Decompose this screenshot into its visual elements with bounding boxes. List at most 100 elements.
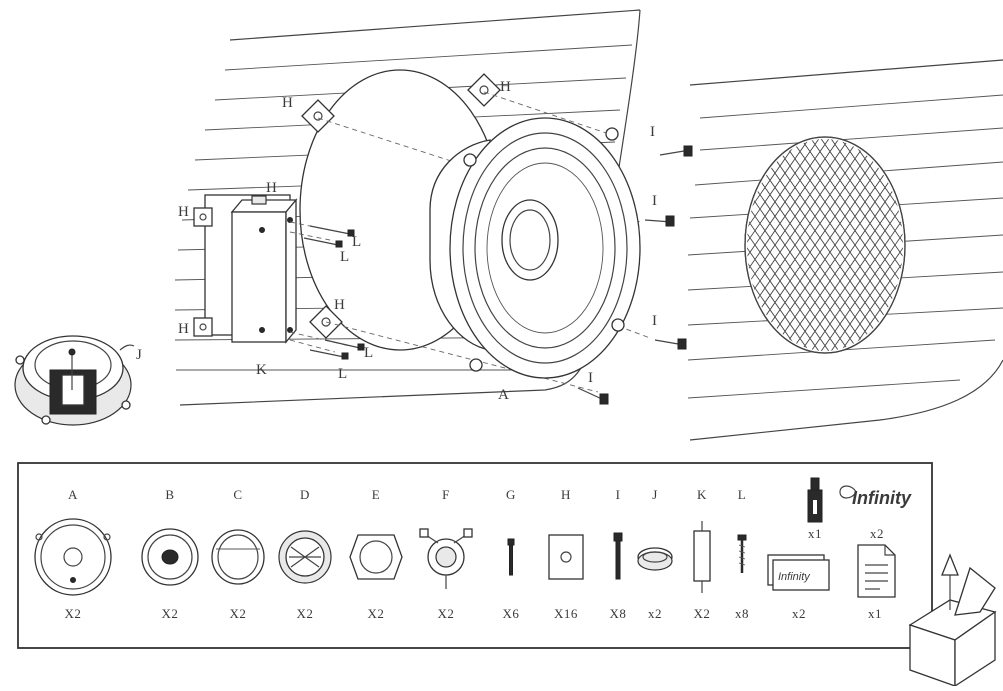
label-l: L — [352, 234, 361, 250]
part-letter: J — [652, 487, 658, 502]
label-j: J — [136, 347, 142, 363]
screw-icon — [613, 532, 623, 580]
part-item: CX2 — [211, 487, 265, 621]
part-letter: A — [68, 487, 78, 502]
part-item: I X8 — [610, 487, 627, 621]
grille-wire — [747, 139, 836, 351]
grille-wire — [747, 139, 826, 351]
woofer-speaker — [429, 117, 641, 379]
clip-icon — [548, 534, 584, 580]
label-h: H — [178, 321, 189, 337]
part-qty: X2 — [65, 606, 82, 621]
diagram-labels: H H H H H H I I I I L L L L K A J — [136, 79, 657, 403]
label-h: H — [282, 95, 293, 111]
part-item: Lx8 — [735, 487, 749, 621]
clip-icon — [467, 73, 501, 107]
part-item: E X2 — [349, 487, 403, 621]
part-item: KX2 — [693, 487, 711, 621]
grille-wire — [834, 139, 903, 351]
infinity-card-icon: Infinity x2 — [767, 554, 830, 621]
part-letter: L — [738, 487, 746, 502]
card-brand-text: Infinity — [778, 571, 811, 583]
grille-wire — [784, 139, 903, 351]
logo-brand-text: Infinity — [852, 488, 912, 508]
part-qty: X2 — [368, 606, 385, 621]
grille-wire — [844, 139, 903, 351]
parts-list-box — [17, 462, 933, 649]
label-l: L — [364, 345, 373, 361]
label-h: H — [500, 79, 511, 95]
grille-wire — [824, 139, 903, 351]
grille-wire — [834, 139, 903, 351]
usb-stick-icon: x1 — [807, 477, 823, 541]
woofer-icon — [34, 518, 112, 596]
part-item: Jx2 — [637, 487, 673, 621]
tweeter-j — [14, 335, 135, 426]
grille-wire — [915, 130, 1003, 360]
part-qty: X2 — [438, 606, 455, 621]
label-i: I — [588, 370, 593, 386]
grille-wire — [905, 130, 1003, 360]
label-i: I — [652, 313, 657, 329]
grille-wire — [814, 139, 903, 351]
extra-qty: x2 — [792, 606, 806, 621]
label-l: L — [340, 249, 349, 265]
grille-wire — [794, 139, 903, 351]
grille-wire — [774, 139, 903, 351]
gasket-icon — [637, 547, 673, 571]
extra-qty: x1 — [808, 526, 822, 541]
label-k: K — [256, 362, 267, 378]
grille-wire — [804, 139, 903, 351]
grille-wire — [747, 139, 846, 351]
grille-wire — [747, 139, 903, 351]
label-h: H — [178, 204, 189, 220]
part-letter: E — [372, 487, 380, 502]
grille-wire — [824, 139, 903, 351]
part-item: F X2 — [419, 487, 473, 621]
document-icon: x1 — [857, 544, 896, 621]
grille-wire — [747, 139, 856, 351]
label-h: H — [266, 180, 277, 196]
clip-icon — [301, 99, 335, 133]
part-qty: X2 — [162, 606, 179, 621]
part-qty: X6 — [503, 606, 520, 621]
grille-wire — [747, 139, 806, 351]
adapter-ring-icon — [349, 534, 403, 580]
part-item: G X6 — [503, 487, 520, 621]
part-letter: B — [165, 487, 174, 502]
grille-wire — [844, 139, 903, 351]
label-i: I — [652, 193, 657, 209]
grille-wire — [747, 139, 826, 351]
part-letter: H — [561, 487, 571, 502]
part-qty: x8 — [735, 606, 749, 621]
part-qty: X2 — [694, 606, 711, 621]
grille-wire — [747, 139, 866, 351]
part-letter: G — [506, 487, 516, 502]
part-letter: I — [616, 487, 621, 502]
label-a: A — [498, 387, 509, 403]
part-letter: F — [442, 487, 450, 502]
crossover-box — [193, 194, 298, 344]
tweeter-mount-icon — [419, 528, 473, 589]
grille-wire — [747, 139, 816, 351]
spacer-ring-icon — [211, 529, 265, 585]
label-l: L — [338, 366, 347, 382]
grille-wire — [747, 139, 806, 351]
wood-screw-icon — [737, 534, 747, 573]
part-letter: C — [233, 487, 242, 502]
grille-wire — [915, 130, 1003, 360]
part-qty: X8 — [610, 606, 627, 621]
grille-wire — [747, 139, 876, 351]
speaker-screws — [577, 145, 693, 405]
crossover-icon — [693, 521, 711, 593]
short-screw-icon — [507, 538, 515, 576]
extra-qty: x1 — [868, 606, 882, 621]
part-item: B X2 — [141, 487, 199, 621]
extra-qty: x2 — [870, 526, 884, 541]
grille-wire — [747, 139, 816, 351]
crossover-screws — [289, 221, 365, 360]
